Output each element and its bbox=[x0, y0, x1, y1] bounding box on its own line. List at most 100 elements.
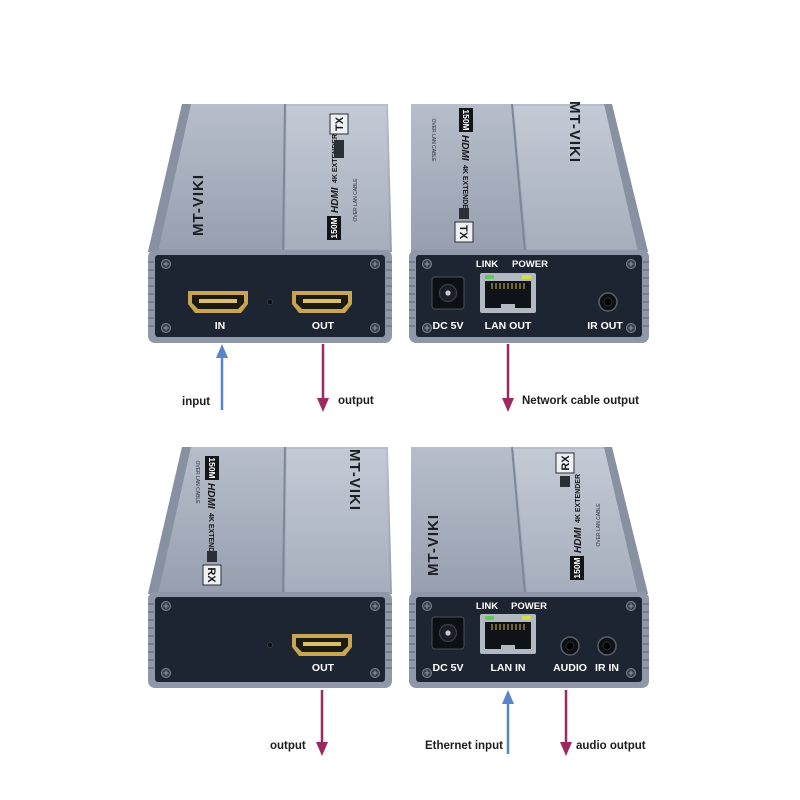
top-face-right-panel bbox=[285, 106, 390, 250]
audio-jack[interactable] bbox=[560, 636, 580, 656]
screw bbox=[370, 601, 380, 611]
right-bevel bbox=[604, 447, 648, 594]
product-name: 4K EXTENDER bbox=[461, 165, 468, 214]
brand-logo: MT-VIKI bbox=[190, 174, 207, 236]
hdmi-out-label: OUT bbox=[312, 662, 335, 674]
unit-label: RX bbox=[202, 551, 222, 586]
hdmi-out-port[interactable] bbox=[292, 291, 352, 313]
front-panel bbox=[155, 255, 385, 337]
tx-input-label: input bbox=[182, 396, 210, 408]
unit-label: RX bbox=[555, 452, 575, 487]
rx-output-label: output bbox=[270, 740, 306, 752]
arrow-down-icon bbox=[560, 742, 572, 756]
capacity-text: 150M bbox=[572, 557, 582, 578]
groove bbox=[511, 103, 526, 253]
screw bbox=[161, 259, 171, 269]
lan-in-port[interactable] bbox=[479, 613, 537, 655]
side-fins bbox=[409, 261, 649, 327]
screw bbox=[626, 259, 636, 269]
hdmi-out-label: OUT bbox=[312, 320, 335, 332]
brand-logo: MT-VIKI bbox=[346, 449, 363, 511]
groove bbox=[511, 446, 526, 595]
side-fins bbox=[148, 261, 392, 327]
product-name: 4K EXTENDER bbox=[207, 513, 214, 562]
unit-text: RX bbox=[560, 455, 572, 471]
unit-label: TX bbox=[454, 208, 474, 243]
product-title: 150M HDMI 4K EXTENDER bbox=[570, 474, 584, 580]
lan-in-label: LAN IN bbox=[491, 662, 526, 674]
arrow-up-icon bbox=[216, 344, 228, 358]
top-face-right-panel bbox=[285, 449, 390, 592]
left-bevel bbox=[148, 104, 191, 252]
unit-tag bbox=[560, 476, 570, 487]
sub-caption: OVER LAN CABLE bbox=[430, 118, 436, 162]
power-led-label: POWER bbox=[512, 259, 548, 270]
screw bbox=[422, 323, 432, 333]
capacity-badge bbox=[570, 556, 584, 580]
right-bevel bbox=[604, 104, 648, 252]
tx-back-unit: MT-VIKI 150M HDMI 4K EXTENDER OVER LAN C… bbox=[409, 101, 649, 343]
tx-output-arrow bbox=[317, 344, 329, 412]
top-face-right-panel bbox=[514, 449, 645, 592]
front-panel bbox=[155, 597, 385, 682]
lan-out-port[interactable] bbox=[479, 272, 537, 314]
unit-text: TX bbox=[334, 116, 346, 131]
rx-audio-label: audio output bbox=[576, 740, 646, 752]
top-face-right-panel bbox=[514, 106, 645, 250]
dc-power-jack[interactable] bbox=[431, 616, 465, 650]
screw bbox=[422, 601, 432, 611]
tx-network-arrow bbox=[502, 344, 514, 412]
tx-input-arrow bbox=[216, 344, 228, 410]
ir-out-jack[interactable] bbox=[598, 292, 618, 312]
arrow-down-icon bbox=[316, 742, 328, 756]
screw bbox=[422, 668, 432, 678]
screw bbox=[370, 323, 380, 333]
product-title: 150M HDMI 4K EXTENDER bbox=[327, 134, 341, 240]
link-led-label: LINK bbox=[476, 259, 498, 270]
rx-back-unit: MT-VIKI 150M HDMI 4K EXTENDER OVER LAN C… bbox=[409, 446, 649, 688]
sub-caption: OVER LAN CABLE bbox=[194, 460, 200, 504]
ir-in-jack[interactable] bbox=[597, 636, 617, 656]
unit-tag bbox=[334, 140, 344, 158]
capacity-text: 150M bbox=[207, 457, 217, 478]
arrow-up-icon bbox=[502, 690, 514, 704]
audio-label: AUDIO bbox=[553, 662, 587, 674]
unit-tag bbox=[459, 208, 469, 219]
dc-power-jack[interactable] bbox=[431, 276, 465, 310]
side-fins bbox=[409, 603, 649, 669]
ir-sensor-dot bbox=[266, 642, 273, 649]
tx-network-label: Network cable output bbox=[522, 395, 639, 407]
hdmi-in-port[interactable] bbox=[188, 291, 248, 313]
arrow-down-icon bbox=[502, 398, 514, 412]
hdmi-logo: HDMI bbox=[205, 483, 216, 509]
unit-text: TX bbox=[457, 225, 469, 240]
power-led-label: POWER bbox=[511, 601, 547, 612]
unit-label: TX bbox=[329, 113, 349, 158]
lan-out-label: LAN OUT bbox=[485, 320, 532, 332]
dc-label: DC 5V bbox=[433, 320, 464, 332]
rx-front-unit: MT-VIKI 150M HDMI 4K EXTENDER OVER LAN C… bbox=[148, 446, 392, 688]
unit-tag bbox=[207, 551, 217, 562]
side-fins bbox=[148, 603, 392, 669]
dc-label: DC 5V bbox=[433, 662, 464, 674]
ir-in-label: IR IN bbox=[595, 662, 619, 674]
hdmi-out-port[interactable] bbox=[292, 634, 352, 656]
rx-output-arrow bbox=[316, 690, 328, 756]
rx-ethernet-arrow bbox=[502, 690, 514, 754]
groove bbox=[282, 103, 286, 253]
screw bbox=[626, 668, 636, 678]
product-name: 4K EXTENDER bbox=[332, 134, 339, 183]
screw bbox=[370, 259, 380, 269]
capacity-text: 150M bbox=[461, 109, 471, 130]
arrow-down-icon bbox=[317, 398, 329, 412]
link-led-label: LINK bbox=[476, 601, 498, 612]
rx-audio-arrow bbox=[560, 690, 572, 756]
capacity-badge bbox=[205, 456, 219, 480]
screw bbox=[161, 668, 171, 678]
hdmi-logo: HDMI bbox=[459, 135, 470, 161]
product-name: 4K EXTENDER bbox=[575, 474, 582, 523]
ir-out-label: IR OUT bbox=[587, 320, 623, 332]
brand-logo: MT-VIKI bbox=[566, 101, 583, 163]
product-title: 150M HDMI 4K EXTENDER bbox=[205, 456, 219, 562]
